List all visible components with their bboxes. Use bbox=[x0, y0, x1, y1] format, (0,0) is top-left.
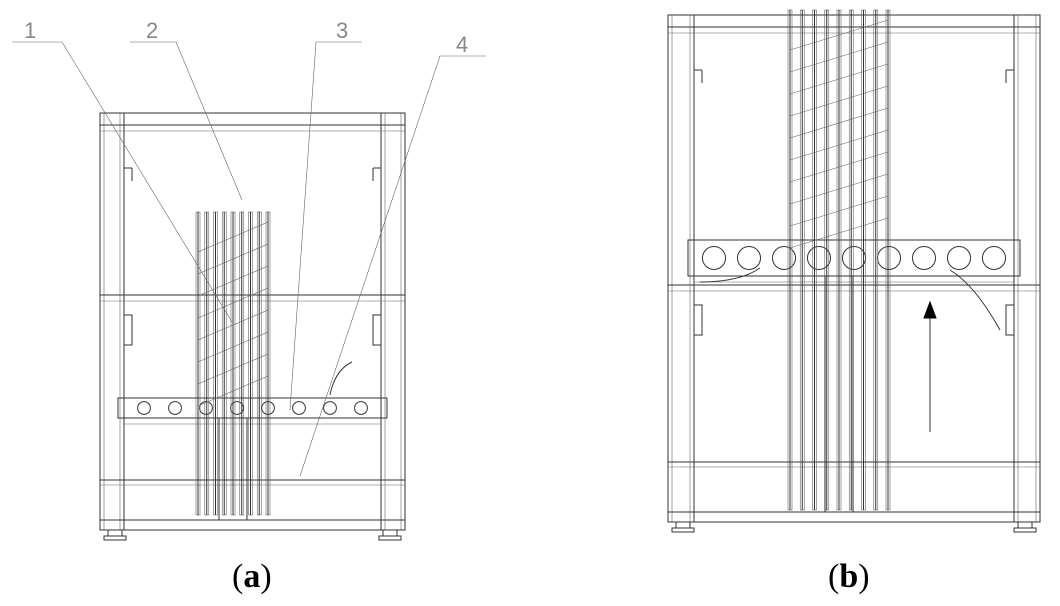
beam-hole bbox=[230, 401, 244, 415]
top-bar bbox=[667, 14, 1041, 28]
hatch-line bbox=[789, 129, 889, 161]
center-column bbox=[218, 417, 248, 521]
drawing-a-frame-structure bbox=[12, 41, 486, 541]
beam-hole bbox=[323, 401, 337, 415]
part-label-3: 3 bbox=[336, 18, 348, 43]
beam-hole bbox=[841, 245, 867, 271]
beam-hole bbox=[876, 245, 902, 271]
beam-hole bbox=[911, 245, 937, 271]
hatch-line bbox=[197, 375, 269, 407]
right-post-inner bbox=[1017, 14, 1037, 523]
right-post bbox=[380, 112, 406, 531]
outer-frame bbox=[667, 14, 1041, 523]
beam-hole bbox=[946, 245, 972, 271]
foot-pad bbox=[1013, 527, 1037, 533]
hatch-line bbox=[197, 287, 269, 319]
leader-line-3 bbox=[289, 41, 317, 411]
foot-pad bbox=[103, 535, 127, 541]
top-bar bbox=[99, 112, 406, 126]
up-arrow-icon bbox=[923, 300, 937, 319]
beam-hole bbox=[168, 401, 182, 415]
slider-block bbox=[1005, 304, 1015, 336]
right-guide-curve bbox=[949, 269, 1001, 331]
foot bbox=[382, 529, 398, 537]
beam-hole bbox=[292, 401, 306, 415]
hatch-line bbox=[789, 63, 889, 95]
right-post-inner bbox=[384, 112, 402, 531]
foot-pad bbox=[378, 535, 402, 541]
hatch-line bbox=[789, 173, 889, 205]
foot bbox=[107, 529, 123, 537]
part-label-4: 4 bbox=[456, 32, 468, 57]
caption-b: (b) bbox=[828, 558, 870, 595]
left-guide-curve bbox=[699, 267, 761, 283]
hatch-line bbox=[789, 107, 889, 139]
leader-line-1 bbox=[61, 41, 233, 323]
part-labels: 1 2 3 4 bbox=[24, 18, 468, 57]
base-bar bbox=[99, 519, 406, 531]
base-bar bbox=[667, 511, 1041, 523]
beam-hole bbox=[701, 245, 727, 271]
left-post-inner bbox=[103, 112, 121, 531]
hatch-line bbox=[789, 195, 889, 227]
hatch-line bbox=[197, 265, 269, 297]
left-post-inner bbox=[671, 14, 691, 523]
beam-hole bbox=[981, 245, 1007, 271]
slider-block bbox=[693, 304, 703, 336]
hatch-line bbox=[197, 243, 269, 275]
hatch-line bbox=[197, 331, 269, 363]
foot bbox=[675, 521, 691, 529]
hatch-line bbox=[789, 41, 889, 73]
hatch-line bbox=[197, 309, 269, 341]
hatch-line bbox=[197, 353, 269, 385]
slider-block bbox=[123, 314, 133, 346]
part-label-2: 2 bbox=[146, 18, 158, 43]
beam-hole bbox=[771, 245, 797, 271]
part-label-1: 1 bbox=[24, 18, 36, 43]
caption-a: (a) bbox=[232, 558, 272, 595]
cross-beam bbox=[687, 239, 1021, 277]
hatch-line bbox=[789, 217, 889, 249]
beam-hole bbox=[199, 401, 213, 415]
foot bbox=[1017, 521, 1033, 529]
beam-hole bbox=[736, 245, 762, 271]
hatch-line bbox=[789, 85, 889, 117]
beam-hole bbox=[806, 245, 832, 271]
beam-hole bbox=[137, 401, 151, 415]
hatch-line bbox=[197, 221, 269, 253]
left-post bbox=[99, 112, 125, 531]
leader-line-2 bbox=[175, 41, 243, 201]
hatch-line bbox=[789, 19, 889, 51]
foot-pad bbox=[671, 527, 695, 533]
slider-block bbox=[372, 314, 382, 346]
center-column bbox=[824, 275, 854, 513]
leader-line-4 bbox=[299, 55, 441, 477]
drawing-b-frame-structure bbox=[667, 9, 1041, 533]
beam-hole bbox=[354, 401, 368, 415]
curved-track bbox=[329, 361, 353, 396]
hatch-line bbox=[789, 151, 889, 183]
